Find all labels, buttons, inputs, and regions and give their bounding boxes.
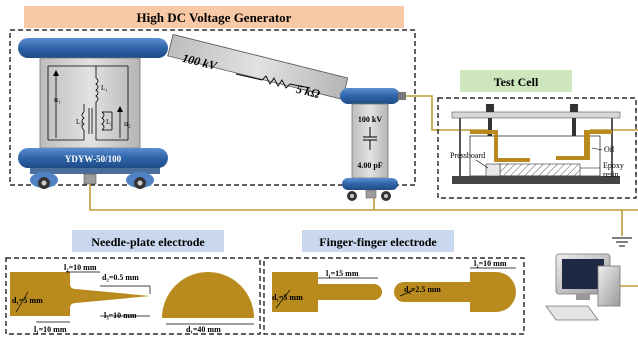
- right-electrode: [556, 130, 612, 160]
- finger-right-shape: [394, 272, 516, 312]
- finger-finger-dashed-frame: [263, 257, 525, 335]
- needle-plate-dims: [15, 271, 254, 325]
- transformer-schematic: [47, 65, 129, 141]
- l1-label: L₁: [101, 84, 108, 92]
- epoxy-label-2: resin: [603, 170, 619, 179]
- generator-title-box: [24, 6, 404, 28]
- generator-section: High DC Voltage Generator: [9, 6, 416, 201]
- u2-label: u₂: [124, 119, 131, 128]
- top-plate: [451, 111, 621, 119]
- needle-plate-dashed-frame: [5, 257, 261, 335]
- pressboard-leader: [475, 159, 489, 169]
- resistor-wire: [235, 73, 311, 89]
- capacitor-terminal: [398, 92, 406, 100]
- generator-dashed-frame: [9, 29, 416, 186]
- pressboard-label: Pressboard: [450, 151, 485, 160]
- monitor-screen: [562, 259, 604, 289]
- finger-finger-title: Finger-finger electrode: [319, 235, 437, 249]
- needle-plate-section: Needle-plate electrode d₁=5 mm l₂=10 mm …: [5, 230, 261, 335]
- oil-label: Oil: [604, 145, 615, 154]
- capacitor-symbol: [363, 127, 377, 150]
- test-cell-title-box: [460, 70, 572, 92]
- capacitor-voltage: 100 kV: [358, 115, 382, 124]
- top-bolts: [486, 104, 578, 136]
- capacitor-top-cylinder: [340, 88, 400, 104]
- finger-d1: d₁=5 mm: [272, 293, 303, 302]
- transformer-bottom-cylinder: [18, 148, 168, 168]
- transformer-base: [30, 168, 160, 174]
- capacitor-wheels: [347, 189, 391, 201]
- transformer-top-cylinder: [18, 38, 168, 58]
- side-rods: [459, 118, 613, 180]
- finger-finger-section: Finger-finger electrode d₁=5 mm l₁=15 mm…: [263, 230, 525, 335]
- epoxy-resin-block: [499, 163, 581, 177]
- plate-dome-diameter: d₁=40 mm: [186, 325, 221, 334]
- monitor-stand: [576, 294, 590, 300]
- ground-symbol: [612, 237, 632, 247]
- u2-arrow-head: [117, 106, 123, 112]
- needle-plate-title-box: [72, 230, 224, 252]
- test-cell-section: Test Cell Pressboard Oil Epoxy resin: [437, 70, 637, 199]
- test-cell-dashed-frame: [437, 97, 637, 199]
- needle-plate-title: Needle-plate electrode: [91, 235, 205, 249]
- needle-l2: l₂=10 mm: [64, 263, 97, 272]
- oil-leader: [591, 147, 603, 151]
- wheel-right: [126, 172, 154, 189]
- capacitor-value: 4.00 pF: [357, 161, 382, 170]
- pc-tower: [597, 265, 621, 307]
- finger-left-shape: [272, 272, 382, 312]
- needle-l3: l₃=10 mm: [104, 311, 137, 320]
- left-electrode: [470, 130, 530, 162]
- needle-d2: d₂=0.5 mm: [102, 273, 139, 282]
- transformer-model: YDYW-50/100: [65, 154, 122, 164]
- wheel-left: [30, 172, 58, 189]
- finger-d2: d₂=2.5 mm: [404, 285, 441, 294]
- needle-electrode-shape: [10, 272, 150, 316]
- needle-d1: d₁=5 mm: [12, 296, 43, 305]
- u1-arrow-head: [53, 70, 59, 76]
- generator-title: High DC Voltage Generator: [137, 10, 292, 25]
- computer-icon: [545, 253, 621, 321]
- test-cell-title: Test Cell: [494, 75, 539, 89]
- u1-label: u₁: [54, 95, 61, 104]
- ground-terminal: [83, 173, 97, 185]
- finger-l1: l₁=15 mm: [326, 269, 359, 278]
- epoxy-label-1: Epoxy: [603, 161, 624, 170]
- l2-label: L₂: [106, 118, 113, 126]
- l3-label: L₃: [76, 118, 83, 126]
- keyboard: [545, 305, 599, 321]
- resistor-value: 5 kΩ: [295, 82, 322, 101]
- needle-l1: l₁=10 mm: [34, 325, 67, 334]
- finger-finger-title-box: [302, 230, 454, 252]
- plate-dome-shape: [162, 272, 254, 318]
- capacitor-bottom-cylinder: [342, 178, 398, 190]
- finger-finger-dims: [275, 267, 516, 309]
- finger-l2: l₂=10 mm: [474, 259, 507, 268]
- base-plate: [452, 176, 620, 184]
- pressboard: [485, 163, 501, 177]
